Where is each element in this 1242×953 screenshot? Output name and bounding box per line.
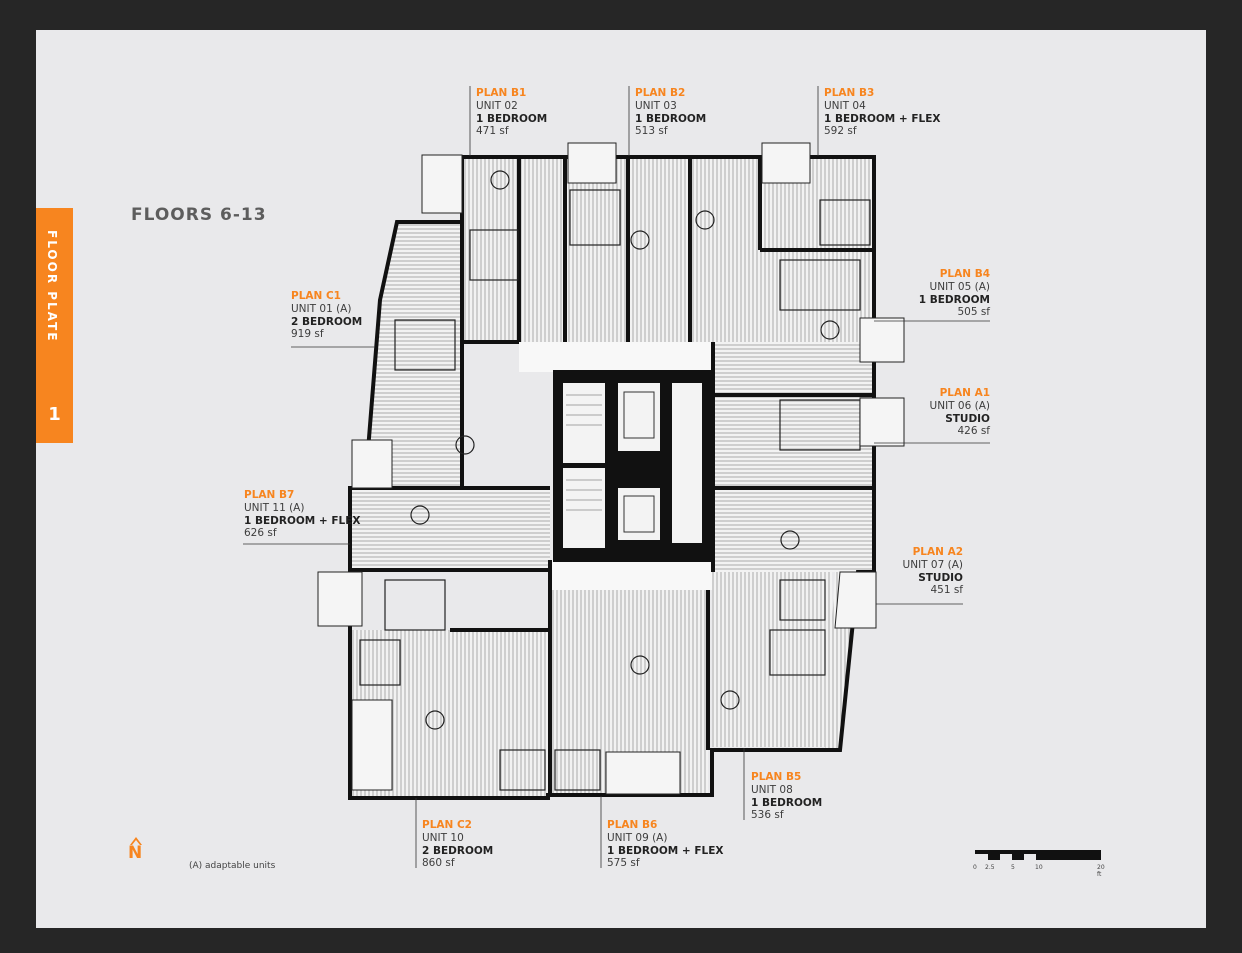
unit-type: 1 BEDROOM xyxy=(476,112,548,125)
corridor-north xyxy=(519,342,713,372)
side-tab-number: 1 xyxy=(48,404,61,425)
plan-label: PLAN B5 xyxy=(751,771,802,783)
adaptable-units-legend: (A) adaptable units xyxy=(189,861,276,871)
plan-label: PLAN C1 xyxy=(291,290,341,302)
walls xyxy=(348,155,876,800)
callout-plan-b7[interactable]: PLAN B7 UNIT 11 (A) 1 BEDROOM + FLEX 626… xyxy=(244,489,360,540)
plan-label: PLAN B7 xyxy=(244,489,295,501)
unit-type: 2 BEDROOM xyxy=(291,315,363,328)
unit-label: UNIT 02 xyxy=(476,99,518,112)
unit-type: 1 BEDROOM xyxy=(918,293,990,306)
unit-b5-area xyxy=(712,572,832,747)
plan-label: PLAN C2 xyxy=(422,819,472,831)
callout-plan-a1[interactable]: PLAN A1 UNIT 06 (A) STUDIO 426 sf xyxy=(900,387,990,438)
scale-tick: 5 xyxy=(1011,864,1015,871)
unit-area: 426 sf xyxy=(957,425,990,438)
callout-plan-b5[interactable]: PLAN B5 UNIT 08 1 BEDROOM 536 sf xyxy=(751,771,822,822)
unit-b7-area xyxy=(352,488,550,570)
unit-area: 471 sf xyxy=(476,125,509,138)
callout-plan-b4[interactable]: PLAN B4 UNIT 05 (A) 1 BEDROOM 505 sf xyxy=(900,268,990,319)
unit-area: 513 sf xyxy=(635,125,668,138)
unit-c1-area xyxy=(365,222,462,488)
unit-label: UNIT 05 (A) xyxy=(929,280,990,293)
unit-area: 575 sf xyxy=(607,857,640,870)
unit-area: 536 sf xyxy=(751,809,784,822)
side-tab[interactable]: FLOOR PLATE 1 xyxy=(36,208,73,443)
unit-area: 919 sf xyxy=(291,328,324,341)
callout-plan-b1[interactable]: PLAN B1 UNIT 02 1 BEDROOM 471 sf xyxy=(476,87,547,138)
interior-partitions xyxy=(359,170,871,791)
scale-tick: 10 xyxy=(1035,864,1043,871)
plan-label: PLAN B3 xyxy=(824,87,875,99)
callout-plan-b2[interactable]: PLAN B2 UNIT 03 1 BEDROOM 513 sf xyxy=(635,87,706,138)
plan-label: PLAN B2 xyxy=(635,87,686,99)
unit-label: UNIT 04 xyxy=(824,99,866,112)
unit-type: 1 BEDROOM xyxy=(751,796,823,809)
corridor-south xyxy=(550,560,712,590)
scale-tick: 2.5 xyxy=(985,864,995,871)
units-east-area xyxy=(713,342,873,572)
plan-label: PLAN B6 xyxy=(607,819,658,831)
unit-type: 1 BEDROOM + FLEX xyxy=(607,844,724,857)
unit-label: UNIT 09 (A) xyxy=(607,831,668,844)
unit-label: UNIT 07 (A) xyxy=(902,558,963,571)
north-indicator: N xyxy=(128,843,143,863)
scale-tick: 0 xyxy=(973,864,977,871)
unit-type: 1 BEDROOM + FLEX xyxy=(244,514,361,527)
unit-label: UNIT 10 xyxy=(422,831,464,844)
unit-label: UNIT 11 (A) xyxy=(244,501,305,514)
unit-area: 626 sf xyxy=(244,527,277,540)
unit-area: 505 sf xyxy=(957,306,990,319)
plan-label: PLAN A1 xyxy=(939,387,990,399)
north-arrow-chevron xyxy=(130,837,142,845)
callout-plan-a2[interactable]: PLAN A2 UNIT 07 (A) STUDIO 451 sf xyxy=(873,546,963,597)
callout-plan-c2[interactable]: PLAN C2 UNIT 10 2 BEDROOM 860 sf xyxy=(422,819,493,870)
plan-label: PLAN B4 xyxy=(939,268,990,280)
callout-plan-b3[interactable]: PLAN B3 UNIT 04 1 BEDROOM + FLEX 592 sf xyxy=(824,87,940,138)
scale-tick: 20 ft xyxy=(1097,864,1105,878)
unit-area: 451 sf xyxy=(930,584,963,597)
building-core xyxy=(553,370,713,562)
unit-area: 860 sf xyxy=(422,857,455,870)
callout-plan-c1[interactable]: PLAN C1 UNIT 01 (A) 2 BEDROOM 919 sf xyxy=(291,290,362,341)
balconies xyxy=(317,142,905,795)
unit-type: 1 BEDROOM + FLEX xyxy=(824,112,941,125)
plan-label: PLAN B1 xyxy=(476,87,527,99)
side-tab-label: FLOOR PLATE xyxy=(45,230,59,343)
unit-type: 2 BEDROOM xyxy=(422,844,494,857)
unit-type: STUDIO xyxy=(918,571,963,584)
scale-bar-graphic xyxy=(975,850,1101,860)
unit-label: UNIT 01 (A) xyxy=(291,302,352,315)
unit-label: UNIT 08 xyxy=(751,783,793,796)
page-title: FLOORS 6-13 xyxy=(131,205,267,225)
unit-label: UNIT 06 (A) xyxy=(929,399,990,412)
unit-type: STUDIO xyxy=(945,412,990,425)
unit-area: 592 sf xyxy=(824,125,857,138)
plan-label: PLAN A2 xyxy=(912,546,963,558)
leader-lines xyxy=(243,86,990,868)
unit-type: 1 BEDROOM xyxy=(635,112,707,125)
callout-plan-b6[interactable]: PLAN B6 UNIT 09 (A) 1 BEDROOM + FLEX 575… xyxy=(607,819,723,870)
unit-label: UNIT 03 xyxy=(635,99,677,112)
